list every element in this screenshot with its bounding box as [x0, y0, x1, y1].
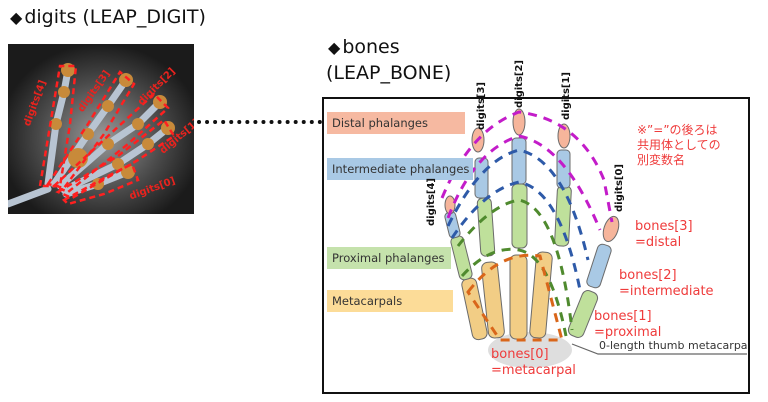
bones — [444, 108, 620, 341]
note-line: ※”=”の後ろは — [637, 123, 718, 137]
bone-alias: =proximal — [594, 325, 662, 340]
proximal-boundary-outer — [456, 198, 574, 331]
finger-index — [60, 124, 172, 194]
distal-boundary-inner — [446, 134, 602, 231]
intermediate-ring — [474, 157, 489, 199]
digit-outlines — [38, 64, 176, 206]
metacarpal-middle — [509, 254, 528, 340]
legend-intermediate-phalanges: Intermediate phalanges — [327, 158, 473, 180]
finger-label-digit-2: digits[2] — [514, 59, 525, 108]
legend-distal-phalanges: Distal phalanges — [327, 112, 465, 134]
bone-index: bones[1] — [594, 309, 652, 324]
intermediate-boundary-inner — [450, 180, 582, 291]
distal-index — [557, 123, 571, 149]
intermediate-index — [556, 149, 571, 189]
bones-title-text: bones — [342, 36, 400, 58]
proximal-ring — [476, 197, 496, 257]
distal-thumb — [602, 215, 620, 243]
proximal-middle — [511, 183, 528, 249]
diamond-bullet-icon: ◆ — [328, 38, 341, 57]
intermediate-group — [444, 137, 612, 289]
union-alias-note: ※”=”の後ろは 共用体としての 別変数名 — [637, 123, 721, 168]
proximal-boundary-inner — [460, 247, 568, 337]
hand-joints — [50, 63, 175, 190]
bone-annotation-intermediate: bones[2] =intermediate — [619, 268, 714, 300]
bone-annotation-distal: bones[3] =distal — [635, 219, 693, 251]
bone-annotation-proximal: bones[1] =proximal — [594, 309, 661, 341]
bone-alias: =metacarpal — [491, 363, 576, 378]
finger-label-digit-3: digits[3] — [476, 81, 487, 130]
bone-alias: =intermediate — [619, 284, 714, 299]
bone-index: bones[3] — [635, 219, 693, 234]
bone-alias: =distal — [635, 235, 682, 250]
bone-index: bones[0] — [491, 347, 549, 362]
digits-title-text: digits (LEAP_DIGIT) — [24, 6, 206, 28]
distal-group — [444, 108, 620, 243]
diamond-bullet-icon: ◆ — [10, 8, 23, 27]
leap-hand-render-image: digits[4] digits[3] digits[2] digits[1] … — [8, 44, 194, 214]
finger-label-digit-0: digits[0] — [614, 163, 625, 212]
metacarpal-index — [529, 251, 553, 339]
finger-label-digit-4: digits[4] — [426, 177, 437, 226]
finger-pinky — [44, 66, 72, 188]
finger-label-digit-1: digits[1] — [561, 71, 572, 120]
bones-section-subtitle: (LEAP_BONE) — [326, 62, 452, 84]
metacarpal-boundary — [466, 253, 564, 342]
thumb-metacarpal-note: 0-length thumb metacarpal — [599, 339, 747, 352]
thumb-note-pointer-line — [571, 343, 747, 355]
proximal-index — [554, 185, 572, 247]
hand-render-svg — [8, 44, 194, 214]
intermediate-middle — [511, 137, 527, 185]
intermediate-thumb — [586, 243, 612, 289]
bones-section-title: ◆bones — [328, 36, 400, 58]
bone-index: bones[2] — [619, 268, 677, 283]
bone-boundary-lines — [440, 110, 614, 342]
bone-annotation-metacarpal: bones[0] =metacarpal — [491, 347, 576, 379]
distal-boundary-outer — [440, 110, 614, 223]
wrist — [8, 185, 52, 208]
legend-proximal-phalanges: Proximal phalanges — [327, 247, 451, 269]
dotted-connector-line — [197, 120, 322, 124]
note-line: 共用体としての — [637, 138, 721, 152]
proximal-thumb — [567, 290, 599, 338]
legend-metacarpals: Metacarpals — [327, 290, 453, 312]
digits-section-title: ◆digits (LEAP_DIGIT) — [10, 6, 206, 28]
note-line: 別変数名 — [637, 153, 686, 167]
